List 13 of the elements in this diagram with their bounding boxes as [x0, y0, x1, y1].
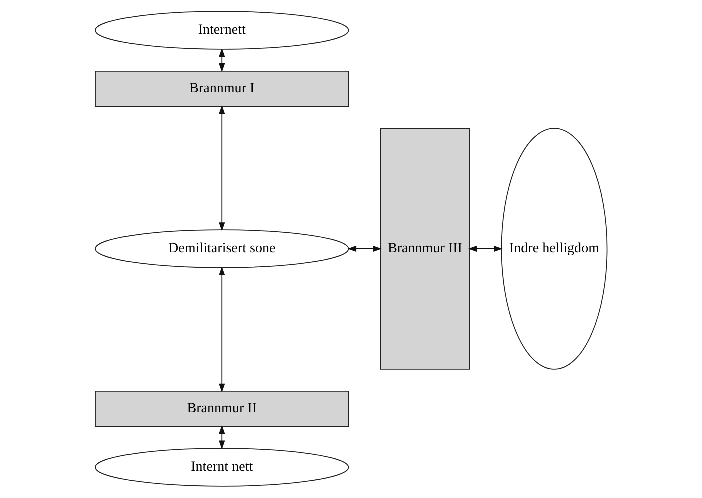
node-ellipse: Indre helligdom: [500, 128, 608, 370]
arrow: [218, 105, 225, 232]
node-box: Brannmur III: [380, 128, 470, 370]
node-ellipse: Internett: [94, 11, 349, 50]
node-ellipse: Demilitarisert sone: [94, 230, 349, 268]
arrow: [347, 246, 382, 252]
node-box: Brannmur I: [94, 70, 349, 107]
arrow: [468, 246, 502, 252]
node-box: Brannmur II: [94, 391, 349, 428]
arrow: [218, 266, 225, 393]
arrow: [218, 425, 225, 450]
arrow: [218, 48, 225, 72]
node-ellipse: Internt nett: [94, 448, 349, 487]
